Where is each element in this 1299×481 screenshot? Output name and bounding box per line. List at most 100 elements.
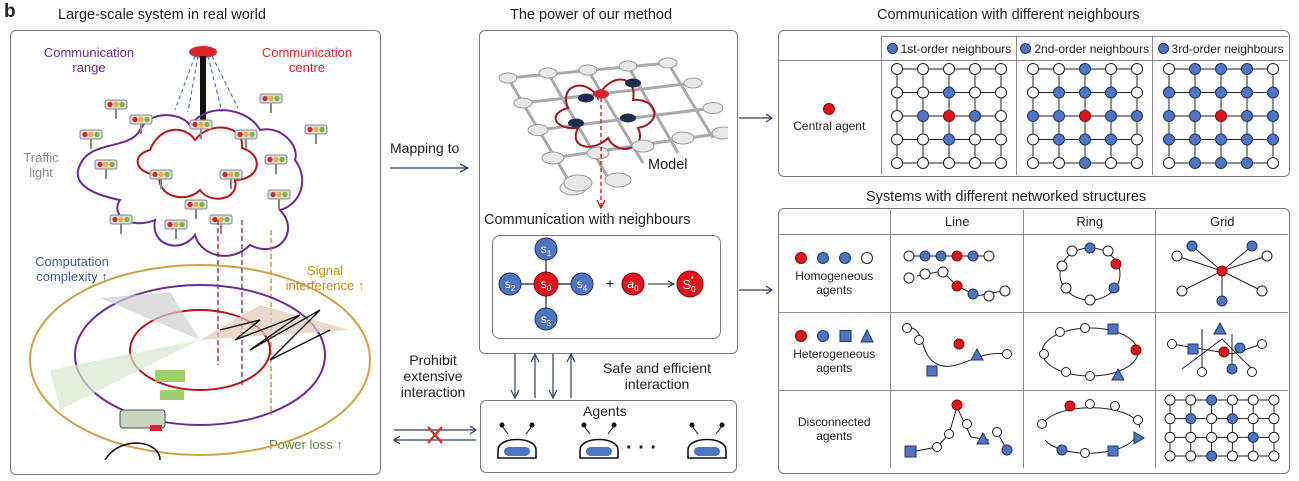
panel-letter: b [4, 1, 16, 22]
lattice-node [1164, 431, 1176, 443]
lattice-node [1214, 86, 1227, 99]
lattice-node [1026, 133, 1039, 146]
heterogeneous-grid-graph [1167, 321, 1268, 377]
lattice-node [916, 110, 929, 123]
central-agent-icon [823, 103, 836, 116]
lattice-node [1026, 86, 1039, 99]
lattice-node [1026, 157, 1039, 170]
lattice-node [1130, 63, 1143, 76]
central-agent-label: Central agent [793, 119, 866, 134]
signal-lines [174, 55, 239, 113]
lattice-node [1104, 86, 1117, 99]
lattice-node [1188, 86, 1201, 99]
svg-text:s4: s4 [577, 277, 588, 293]
lattice-node [1206, 412, 1218, 424]
lattice-node [1268, 431, 1280, 443]
lattice-node [1206, 431, 1218, 443]
lattice-node [942, 86, 955, 99]
lattice-node [1266, 110, 1279, 123]
lattice-node [1104, 157, 1117, 170]
header-grid: Grid [1155, 210, 1288, 235]
lattice-node [1247, 450, 1259, 462]
lattice-node [1247, 431, 1259, 443]
lattice-node [1078, 110, 1091, 123]
lattice-node [1162, 86, 1175, 99]
model-grid-illustration [498, 57, 728, 210]
communication-range-curve [76, 109, 304, 257]
lattice-node [1104, 110, 1117, 123]
lattice-node [1185, 412, 1197, 424]
lattice-node [1188, 63, 1201, 76]
lattice-node [1227, 431, 1239, 443]
svg-text:s0: s0 [541, 277, 552, 293]
lattice-node [1052, 86, 1065, 99]
lattice-node [968, 63, 981, 76]
lattice-node [1227, 394, 1239, 406]
mapping-to-label: Mapping to [390, 140, 460, 156]
agents-ellipsis: · · · [626, 437, 658, 459]
left-panel-title: Large-scale system in real world [58, 7, 266, 23]
homogeneous-grid-graph [1171, 240, 1273, 306]
tower-pole-icon [200, 56, 206, 128]
lattice-node [1130, 110, 1143, 123]
lattice-node [890, 63, 903, 76]
lattice-node [994, 86, 1007, 99]
lattice-node [1268, 394, 1280, 406]
lattice-node [1266, 86, 1279, 99]
lattice-node [1162, 133, 1175, 146]
agent-robots [497, 422, 727, 459]
lattice-node [1268, 450, 1280, 462]
lattice-node [1052, 133, 1065, 146]
lattice-node [1130, 133, 1143, 146]
lattice-node [890, 86, 903, 99]
signal-rings [29, 264, 371, 456]
disconnected-grid-graph [1164, 394, 1280, 462]
lattice-node [1078, 157, 1091, 170]
svg-text:s2: s2 [505, 277, 516, 293]
homogeneous-legend-icon [795, 251, 874, 264]
lattice-node [1240, 157, 1253, 170]
lattice-node [1188, 157, 1201, 170]
lattice-node [1078, 63, 1091, 76]
lattice-node [942, 157, 955, 170]
lattice-node [994, 133, 1007, 146]
header-ring: Ring [1022, 210, 1157, 235]
lattice-node [1104, 133, 1117, 146]
lattice-node [1104, 63, 1117, 76]
lattice-node [916, 157, 929, 170]
lattice-3rd-order [1162, 63, 1279, 170]
lattice-node [916, 63, 929, 76]
header-3rd-order: 3rd-order neighbours [1152, 36, 1288, 61]
lattice-node [1240, 133, 1253, 146]
svg-text:s1: s1 [541, 242, 552, 258]
lattice-node [1266, 133, 1279, 146]
lattice-node [1240, 63, 1253, 76]
homogeneous-ring-graph [1056, 242, 1122, 305]
lattice-node [968, 157, 981, 170]
lattice-node [1188, 110, 1201, 123]
lattice-node [1026, 110, 1039, 123]
lattice-node [1078, 133, 1091, 146]
lattice-node [1266, 63, 1279, 76]
lattice-node [968, 86, 981, 99]
heterogeneous-ring-graph [1038, 322, 1142, 381]
agents-label: Agents [583, 403, 627, 419]
lattice-node [916, 86, 929, 99]
lattice-node [1185, 394, 1197, 406]
lattice-node [1214, 133, 1227, 146]
lattice-node [942, 63, 955, 76]
lattice-node [1052, 157, 1065, 170]
model-label: Model [648, 157, 688, 173]
lattice-node [890, 157, 903, 170]
lattice-node [1164, 450, 1176, 462]
robot-icon [687, 422, 727, 459]
lattice-node [1130, 157, 1143, 170]
lattice-node [1164, 412, 1176, 424]
